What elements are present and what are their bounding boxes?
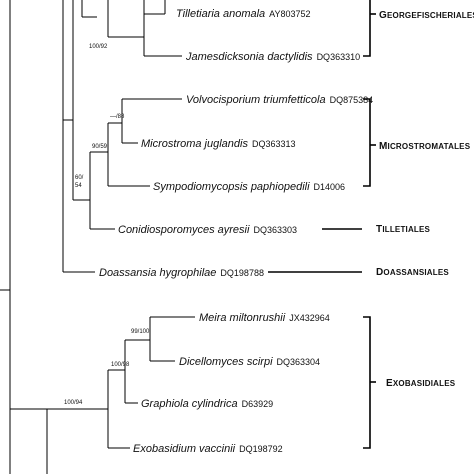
group-labels: GEORGEFISCHERIALES MICROSTROMATALES TILL…: [376, 10, 474, 389]
group-label-georgefischeriales: GEORGEFISCHERIALES: [379, 10, 474, 21]
support-value: 100/94: [64, 400, 83, 406]
support-values: 100/92 —/88 90/59 60/ 54 99/100 100/98 1…: [64, 44, 150, 406]
group-label-exobasidiales: EXOBASIDIALES: [386, 378, 456, 389]
support-value: 100/92: [89, 44, 108, 50]
bracket-microstromatales: [363, 98, 371, 187]
bracket-georgefischeriales: [363, 0, 371, 57]
tree-branches: [0, 0, 195, 474]
support-value: 100/98: [111, 362, 130, 368]
support-value: 54: [75, 183, 82, 189]
group-label-doassansiales: DOASSANSIALES: [376, 267, 449, 278]
support-value: 60/: [75, 175, 84, 181]
group-markers: [268, 0, 376, 449]
support-value: 99/100: [131, 329, 150, 335]
group-label-microstromatales: MICROSTROMATALES: [379, 141, 471, 152]
support-value: 90/59: [92, 144, 108, 150]
bracket-exobasidiales: [363, 316, 371, 449]
support-value: —/88: [110, 114, 125, 120]
group-label-tilletiales: TILLETIALES: [376, 224, 431, 235]
